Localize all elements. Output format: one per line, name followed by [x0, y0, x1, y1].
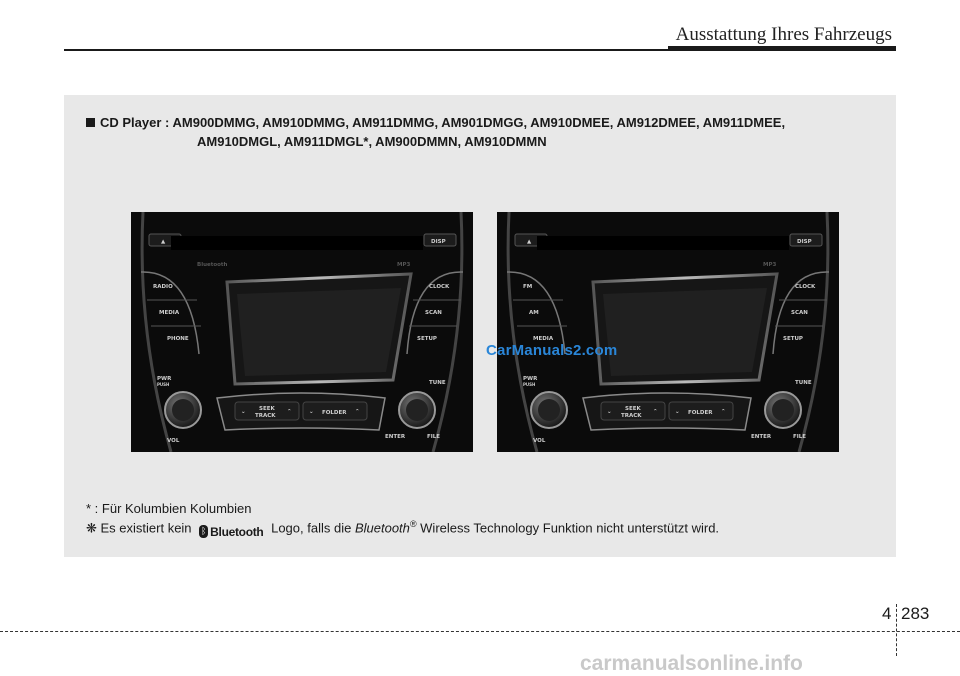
svg-text:PUSH: PUSH [523, 382, 535, 387]
svg-text:AM: AM [529, 310, 539, 316]
svg-text:PWR: PWR [157, 376, 172, 382]
svg-text:DISP: DISP [431, 239, 446, 245]
header-title: Ausstattung Ihres Fahrzeugs [675, 24, 892, 45]
svg-text:⌃: ⌃ [653, 409, 658, 415]
footnote: * : Für Kolumbien Kolumbien [86, 501, 252, 516]
svg-text:PHONE: PHONE [167, 336, 189, 342]
svg-text:FILE: FILE [427, 434, 440, 440]
footer-rule [0, 631, 960, 632]
svg-text:ENTER: ENTER [751, 434, 772, 440]
svg-text:RADIO: RADIO [153, 284, 173, 290]
svg-text:TRACK: TRACK [255, 413, 276, 419]
svg-text:SETUP: SETUP [783, 336, 803, 342]
svg-text:TUNE: TUNE [795, 380, 812, 386]
page-number: 283 [901, 604, 930, 623]
svg-text:FM: FM [523, 284, 532, 290]
bt-note-middle: Logo, falls die [271, 520, 352, 536]
svg-text:FILE: FILE [793, 434, 806, 440]
bluetooth-icon: ᛒ [199, 525, 209, 539]
svg-text:SCAN: SCAN [791, 310, 808, 316]
watermark-carmanuals2: CarManuals2.com [486, 342, 618, 359]
svg-text:⌃: ⌃ [721, 409, 726, 415]
section-title-line2: AM910DMGL, AM911DMGL*, AM900DMMN, AM910D… [197, 134, 547, 149]
svg-text:MEDIA: MEDIA [533, 336, 554, 342]
bt-note-suffix: Wireless Technology Funktion nicht unter… [420, 520, 720, 536]
bluetooth-logo-text: Bluetooth [210, 524, 264, 539]
svg-text:SCAN: SCAN [425, 310, 442, 316]
svg-text:PWR: PWR [523, 376, 538, 382]
svg-text:⌃: ⌃ [287, 409, 292, 415]
header-rule [64, 49, 896, 51]
svg-text:PUSH: PUSH [157, 382, 169, 387]
svg-text:⌄: ⌄ [675, 409, 680, 415]
eject-icon: ▲ [161, 239, 166, 245]
svg-text:FOLDER: FOLDER [688, 410, 713, 416]
header-rule-accent [668, 46, 896, 51]
svg-text:⌄: ⌄ [241, 409, 246, 415]
svg-text:TUNE: TUNE [429, 380, 446, 386]
svg-text:SEEK: SEEK [259, 406, 275, 412]
svg-text:⌃: ⌃ [355, 409, 360, 415]
svg-text:⌄: ⌄ [607, 409, 612, 415]
svg-text:TRACK: TRACK [621, 413, 642, 419]
site-watermark: carmanualsonline.info [580, 652, 803, 675]
registered-mark: ® [409, 519, 417, 529]
svg-text:Bluetooth: Bluetooth [197, 262, 228, 268]
page-divider [896, 604, 897, 656]
chapter-number: 4 [882, 604, 892, 623]
svg-text:CLOCK: CLOCK [795, 284, 816, 290]
bt-note-prefix: ❋ Es existiert kein [86, 520, 192, 536]
svg-text:⌄: ⌄ [309, 409, 314, 415]
svg-text:VOL: VOL [167, 438, 180, 444]
svg-text:SEEK: SEEK [625, 406, 641, 412]
cd-player-image-left: ▲ DISP Bluetooth MP3 RADIO MEDIA PHONE C… [131, 212, 473, 452]
svg-text:ENTER: ENTER [385, 434, 406, 440]
svg-text:SETUP: SETUP [417, 336, 437, 342]
svg-text:CLOCK: CLOCK [429, 284, 450, 290]
svg-text:MP3: MP3 [397, 262, 411, 268]
svg-text:DISP: DISP [797, 239, 812, 245]
svg-text:VOL: VOL [533, 438, 546, 444]
bullet-square-icon [86, 118, 95, 127]
section-title: CD Player : AM900DMMG, AM910DMMG, AM911D… [86, 113, 886, 151]
cd-player-image-right: ▲ DISP MP3 FM AM MEDIA CLOCK SCAN SETUP … [497, 212, 839, 452]
svg-text:MEDIA: MEDIA [159, 310, 180, 316]
svg-text:FOLDER: FOLDER [322, 410, 347, 416]
section-title-line1: CD Player : AM900DMMG, AM910DMMG, AM911D… [100, 115, 786, 130]
bt-note-italic: Bluetooth [354, 520, 410, 536]
svg-text:MP3: MP3 [763, 262, 777, 268]
eject-icon: ▲ [527, 239, 532, 245]
